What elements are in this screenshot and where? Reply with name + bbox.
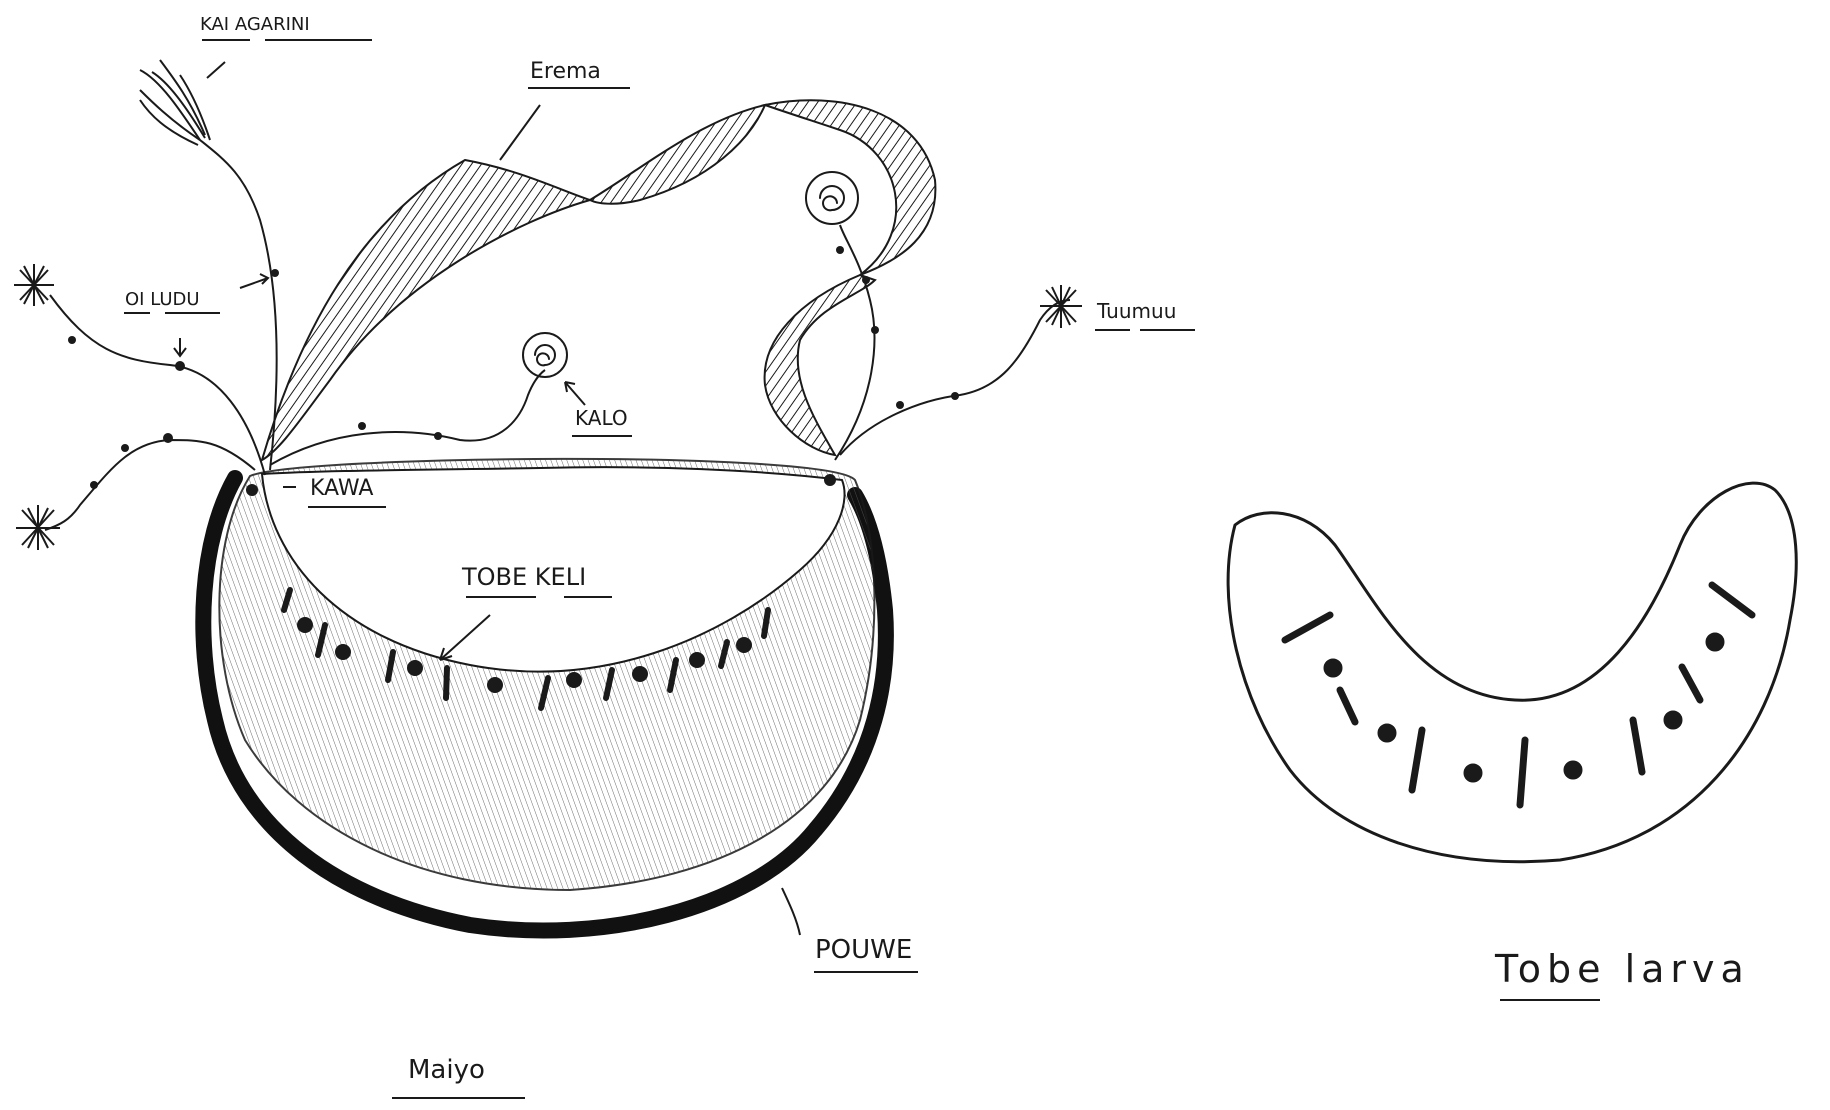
string-right-kalo: [835, 225, 874, 460]
erema-top-section: [590, 105, 765, 204]
mark-dot: [635, 669, 645, 679]
mark-dot: [338, 647, 348, 657]
kawa-hole-left: [246, 484, 258, 496]
erema-left-section: [262, 160, 590, 460]
mark-dot: [490, 680, 500, 690]
leader-kai-agarini: [207, 62, 225, 78]
label-tobe-larva: Tobe larva: [1494, 947, 1750, 991]
mark-dash: [446, 668, 447, 698]
label-tuumuu: Tuumuu: [1096, 299, 1176, 323]
label-kai-agarini: KAI AGARINI: [200, 14, 310, 35]
label-erema: Erema: [530, 59, 601, 84]
kawa-hole-right: [824, 474, 836, 486]
leader-oi-ludu: [174, 338, 186, 356]
label-oi-ludu: OI LUDU: [125, 289, 200, 310]
label-tobe-keli: TOBE KELI: [461, 563, 586, 591]
label-pouwe: POUWE: [815, 935, 912, 965]
leader-string-arrow: [240, 274, 268, 288]
mark-dot: [410, 663, 420, 673]
label-maiyo: Maiyo: [408, 1055, 485, 1085]
label-kalo: KALO: [575, 406, 628, 430]
string-kai-agarini: [200, 140, 277, 470]
mark-dash: [764, 610, 768, 636]
feather-tuft: [140, 60, 210, 145]
leader-erema: [500, 105, 540, 160]
tobe-larva-markings: [1285, 585, 1752, 805]
burst-tuumuu: [1040, 285, 1082, 328]
mark-dot: [569, 675, 579, 685]
kalo-shell-right: [806, 172, 858, 224]
label-kawa: KAWA: [310, 476, 374, 501]
burst-oi-ludu: [14, 264, 54, 306]
tobe-larva-figure: [1228, 483, 1796, 862]
mark-dot: [300, 620, 310, 630]
burst-lower-left: [16, 505, 60, 550]
tobe-larva-outline: [1228, 483, 1796, 862]
erema-right-section: [765, 275, 875, 455]
mark-dot: [692, 655, 702, 665]
mark-dot: [739, 640, 749, 650]
leader-pouwe: [782, 888, 800, 935]
leader-kalo: [565, 382, 585, 405]
string-oi-ludu: [50, 295, 265, 475]
